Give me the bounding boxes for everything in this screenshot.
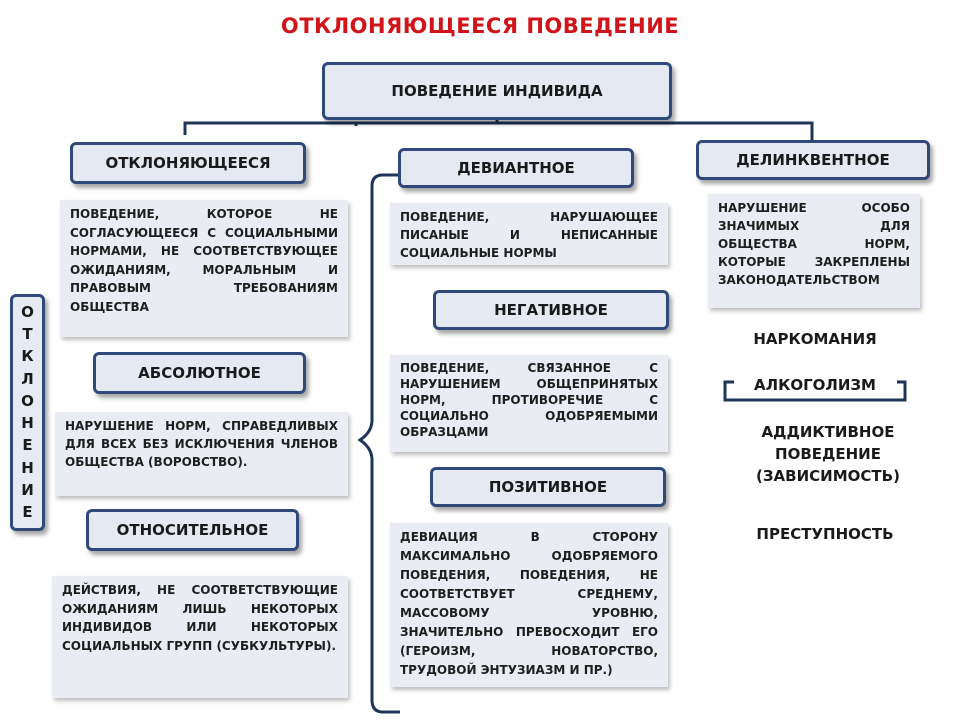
page-title: ОТКЛОНЯЮЩЕЕСЯ ПОВЕДЕНИЕ <box>280 14 680 38</box>
side-letter: К <box>21 347 34 366</box>
positive-text-box: ДЕВИАЦИЯ В СТОРОНУ МАКСИМАЛЬНО ОДОБРЯЕМО… <box>390 523 668 687</box>
otkl-definition: ПОВЕДЕНИЕ, КОТОРОЕ НЕ СОГЛАСУЮЩЕЕСЯ С СО… <box>70 207 338 314</box>
crime-label: ПРЕСТУПНОСТЬ <box>756 525 894 543</box>
otkl-definition-box: ПОВЕДЕНИЕ, КОТОРОЕ НЕ СОГЛАСУЮЩЕЕСЯ С СО… <box>60 200 348 337</box>
side-label-otklonenie: О Т К Л О Н Е Н И Е <box>10 294 45 531</box>
negative-text: ПОВЕДЕНИЕ, СВЯЗАННОЕ С НАРУШЕНИЕМ ОБЩЕПР… <box>400 361 658 439</box>
root-box: ПОВЕДЕНИЕ ИНДИВИДА <box>322 62 672 120</box>
side-letter: Н <box>21 414 34 433</box>
absolute-text: НАРУШЕНИЕ НОРМ, СПРАВЕДЛИВЫХ ДЛЯ ВСЕХ БЕ… <box>65 419 338 469</box>
deviant-definition: ПОВЕДЕНИЕ, НАРУШАЮЩЕЕ ПИСАНЫЕ И НЕПИСАНН… <box>400 210 658 260</box>
relative-header-box: ОТНОСИТЕЛЬНОЕ <box>86 509 299 551</box>
delinq-header: ДЕЛИНКВЕНТНОЕ <box>736 151 890 169</box>
absolute-header: АБСОЛЮТНОЕ <box>138 364 261 382</box>
alkogolizm-label: АЛКОГОЛИЗМ <box>754 376 876 394</box>
addictive-label: АДДИКТИВНОЕ ПОВЕДЕНИЕ (ЗАВИСИМОСТЬ) <box>756 423 900 485</box>
positive-header: ПОЗИТИВНОЕ <box>488 478 608 496</box>
side-letter: И <box>21 481 34 500</box>
bracket-line <box>723 380 907 402</box>
root-branch-line <box>183 120 814 140</box>
side-letter: Е <box>22 503 33 522</box>
curly-brace <box>357 173 400 714</box>
relative-header: ОТНОСИТЕЛЬНОЕ <box>116 521 269 539</box>
side-letter: О <box>21 391 34 410</box>
narkomania-label: НАРКОМАНИЯ <box>753 330 877 348</box>
relative-text-box: ДЕЙСТВИЯ, НЕ СООТВЕТСТВУЮЩИЕ ОЖИДАНИЯМ Л… <box>52 576 348 698</box>
side-letter: Е <box>22 436 33 455</box>
deviant-header: ДЕВИАНТНОЕ <box>457 159 575 177</box>
side-letter: Л <box>21 369 34 388</box>
side-letter: Н <box>21 458 34 477</box>
positive-text: ДЕВИАЦИЯ В СТОРОНУ МАКСИМАЛЬНО ОДОБРЯЕМО… <box>400 530 658 677</box>
negative-header: НЕГАТИВНОЕ <box>494 301 608 319</box>
otkl-header: ОТКЛОНЯЮЩЕЕСЯ <box>105 154 271 172</box>
side-letter: О <box>21 302 34 321</box>
deviant-header-box: ДЕВИАНТНОЕ <box>398 148 634 188</box>
delinq-definition: НАРУШЕНИЕ ОСОБО ЗНАЧИМЫХ ДЛЯ ОБЩЕСТВА НО… <box>718 201 910 287</box>
relative-text: ДЕЙСТВИЯ, НЕ СООТВЕТСТВУЮЩИЕ ОЖИДАНИЯМ Л… <box>62 583 338 653</box>
delinq-header-box: ДЕЛИНКВЕНТНОЕ <box>696 140 930 180</box>
negative-text-box: ПОВЕДЕНИЕ, СВЯЗАННОЕ С НАРУШЕНИЕМ ОБЩЕПР… <box>390 355 668 452</box>
deviant-definition-box: ПОВЕДЕНИЕ, НАРУШАЮЩЕЕ ПИСАНЫЕ И НЕПИСАНН… <box>390 203 668 265</box>
side-letter: Т <box>22 324 33 343</box>
absolute-header-box: АБСОЛЮТНОЕ <box>93 352 306 394</box>
negative-header-box: НЕГАТИВНОЕ <box>433 290 669 330</box>
positive-header-box: ПОЗИТИВНОЕ <box>430 467 666 507</box>
root-label: ПОВЕДЕНИЕ ИНДИВИДА <box>391 82 603 100</box>
otkl-header-box: ОТКЛОНЯЮЩЕЕСЯ <box>70 142 306 184</box>
delinq-definition-box: НАРУШЕНИЕ ОСОБО ЗНАЧИМЫХ ДЛЯ ОБЩЕСТВА НО… <box>708 194 920 308</box>
absolute-text-box: НАРУШЕНИЕ НОРМ, СПРАВЕДЛИВЫХ ДЛЯ ВСЕХ БЕ… <box>55 412 348 496</box>
